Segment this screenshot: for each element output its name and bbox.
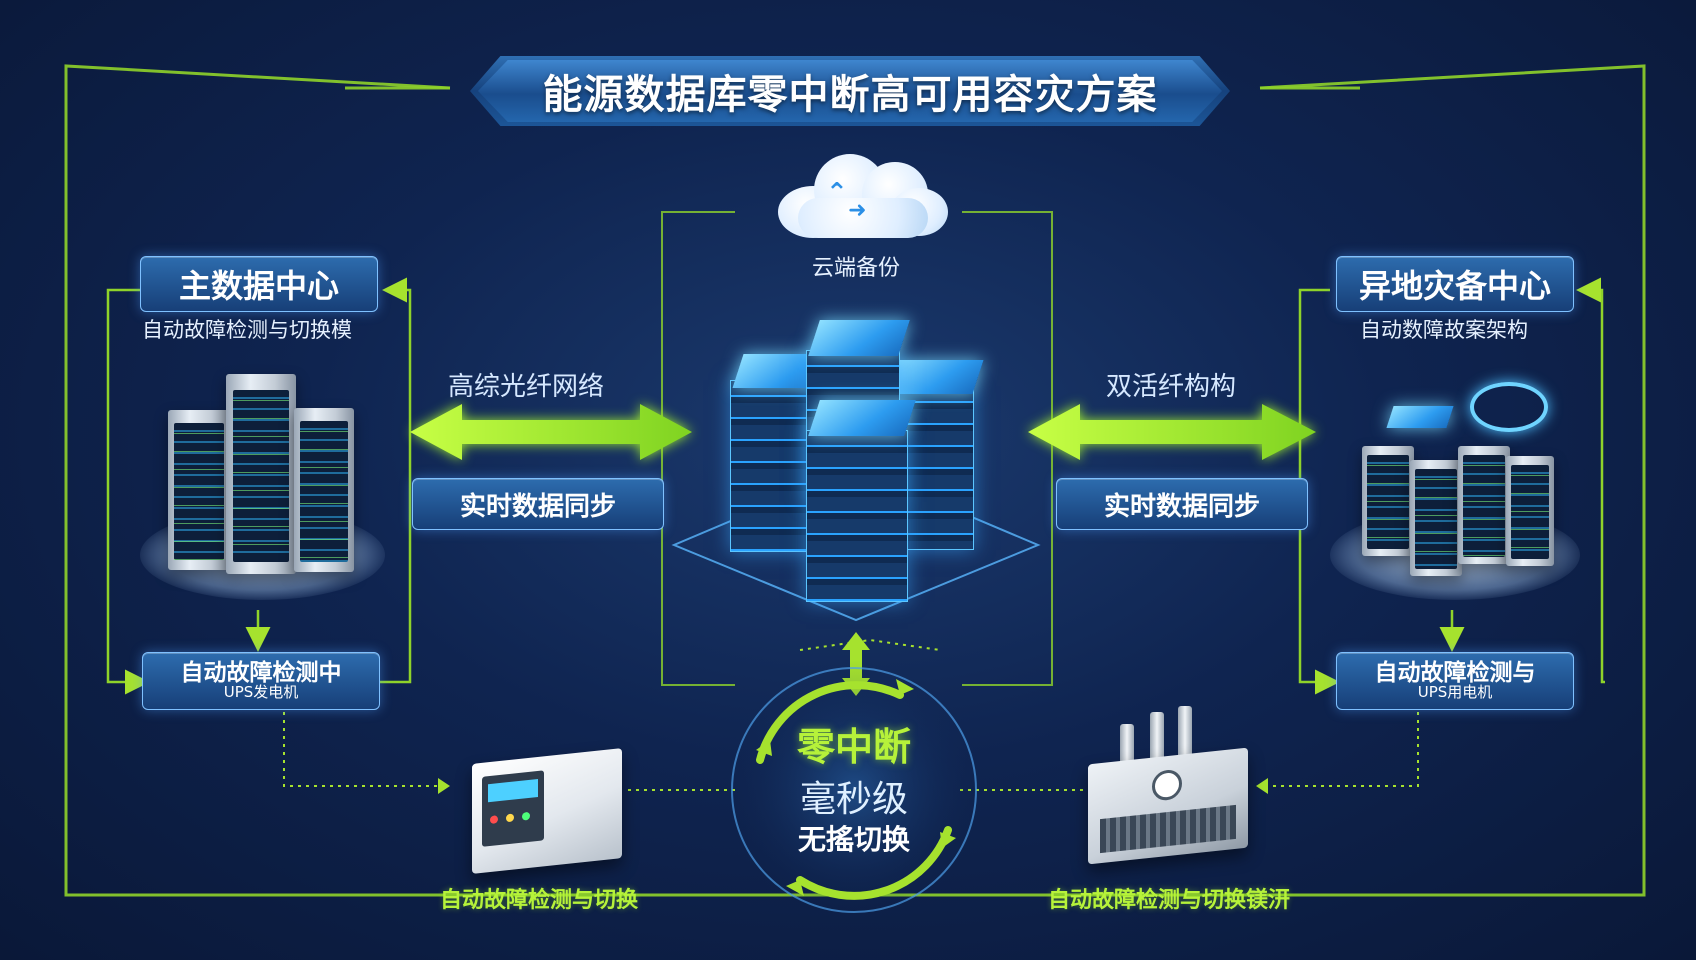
server-top	[808, 320, 910, 356]
right-bottom-plate: 自动故障检测与 UPS用电机	[1336, 652, 1574, 710]
server-top	[808, 400, 916, 436]
generator-pipe	[1120, 724, 1134, 768]
primary-dc-title-text: 主数据中心	[178, 267, 339, 305]
right-sync-label: 实时数据同步	[1056, 478, 1308, 530]
right-bottom-caption: 自动故障检测与切换镁汧	[1048, 888, 1291, 913]
left-sync-label-text: 实时数据同步	[459, 491, 616, 522]
server-rack-icon	[806, 430, 908, 602]
cycle-ring	[731, 667, 977, 913]
server-rack-icon	[1506, 456, 1554, 566]
server-rack-icon	[1458, 446, 1510, 564]
left-sync-label: 实时数据同步	[412, 478, 664, 530]
right-sync-arrow	[1028, 404, 1316, 460]
left-bottom-plate: 自动故障检测中 UPS发电机	[142, 652, 380, 710]
seamless-switch-label: 无搖切换	[797, 823, 910, 856]
ups-icon	[472, 748, 622, 874]
left-bottom-line2: UPS发电机	[223, 683, 299, 702]
generator-pipe	[1178, 706, 1192, 766]
backup-disk-icon	[1470, 382, 1548, 432]
title-banner: 能源数据库零中断高可用容灾方案	[470, 56, 1230, 126]
generator-icon	[1088, 747, 1248, 865]
right-network-label: 双活纤构构	[1106, 372, 1237, 402]
right-bottom-line2: UPS用电机	[1417, 683, 1493, 702]
generator-pipe	[1150, 712, 1164, 768]
backup-dc-subtitle: 自动数障故案架构	[1360, 318, 1528, 342]
left-network-label: 高综光纤网络	[448, 372, 605, 402]
server-rack-icon	[168, 410, 230, 570]
page-title: 能源数据库零中断高可用容灾方案	[542, 72, 1158, 118]
server-rack-icon	[1362, 446, 1414, 556]
zero-interruption-label: 零中断	[796, 725, 911, 769]
backup-dc-title: 异地灾备中心	[1336, 256, 1574, 312]
server-rack-icon	[1410, 460, 1462, 576]
right-bottom-line1: 自动故障检测与	[1374, 660, 1536, 687]
backup-storage-icon	[1386, 406, 1454, 428]
server-rack-icon	[226, 374, 296, 574]
right-sync-label-text: 实时数据同步	[1103, 491, 1260, 522]
millisecond-label: 毫秒级	[799, 779, 908, 820]
left-bottom-line1: 自动故障检测中	[180, 660, 342, 687]
cloud-label: 云端备份	[812, 256, 901, 281]
primary-dc-subtitle: 自动故障检测与切换模	[142, 318, 352, 342]
primary-dc-title: 主数据中心	[140, 256, 378, 312]
left-sync-arrow	[410, 404, 692, 460]
left-bottom-caption: 自动故障检测与切换	[440, 888, 639, 913]
cloud-sync-icon: ⌃ ➜	[778, 148, 948, 238]
server-rack-icon	[294, 408, 354, 572]
backup-dc-title-text: 异地灾备中心	[1358, 267, 1551, 305]
